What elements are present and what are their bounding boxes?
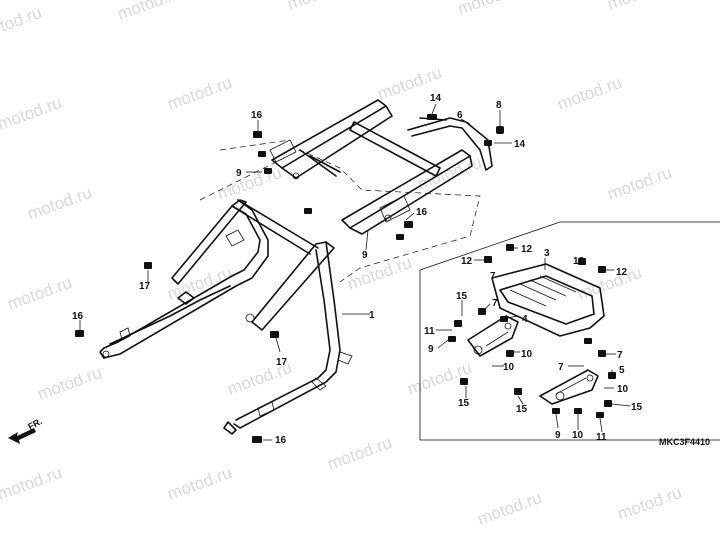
watermark-text: motod.ru: [165, 73, 235, 114]
watermark-text: motod.ru: [35, 363, 105, 404]
callout-labels: 1 3 4 5 6 7 7 7 7 8 9 9 9 9 10 10 10 10 …: [72, 93, 643, 446]
callout-label: 8: [496, 100, 502, 111]
callout-label: 14: [514, 139, 526, 150]
watermark-text: motod.ru: [165, 463, 235, 504]
front-direction-indicator: FR.: [8, 416, 44, 444]
watermark-text: motod.ru: [5, 273, 75, 314]
callout-label: 15: [516, 404, 528, 415]
callout-label: 6: [457, 110, 463, 121]
callout-label: 4: [522, 314, 528, 325]
callout-label: 12: [521, 244, 533, 255]
callout-label: 15: [458, 398, 470, 409]
callout-label: 12: [616, 267, 628, 278]
main-seat-frame: [99, 199, 353, 435]
callout-label: 7: [490, 271, 496, 282]
callout-label: 17: [139, 281, 151, 292]
callout-label: 9: [428, 344, 434, 355]
watermark-text: motod.ru: [215, 163, 285, 204]
callout-label: 10: [503, 362, 515, 373]
watermark-text: motod.ru: [615, 483, 685, 524]
callout-label: 12: [573, 256, 585, 267]
callout-label: 10: [617, 384, 629, 395]
watermark-text: motod.ru: [575, 263, 645, 304]
reference-outline: [199, 139, 481, 283]
watermark-text: motod.ru: [25, 183, 95, 224]
callout-label: 15: [631, 402, 643, 413]
watermark-text: motod.ru: [345, 253, 415, 294]
upper-rack-frame: [269, 99, 493, 235]
arrow-left-icon: [8, 428, 36, 444]
watermark-text: motod.ru: [115, 0, 185, 24]
callout-label: 9: [555, 430, 561, 441]
callout-label: 7: [617, 350, 623, 361]
callout-label: 16: [275, 435, 287, 446]
callout-label: 15: [456, 291, 468, 302]
watermark-text: motod.ru: [475, 488, 545, 529]
callout-label: 10: [521, 349, 533, 360]
watermark-text: motod.ru: [0, 463, 64, 504]
watermark-text: motod.ru: [415, 153, 485, 194]
callout-label: 7: [492, 298, 498, 309]
callout-label: 1: [369, 310, 375, 321]
watermark-text: motod.ru: [0, 93, 64, 134]
callout-label: 3: [544, 248, 550, 259]
leader-lines: [79, 103, 631, 441]
callout-label: 12: [461, 256, 473, 267]
callout-label: 14: [430, 93, 442, 104]
watermark-text: motod.ru: [0, 3, 44, 44]
detail-inset-border: [419, 221, 720, 441]
watermark-text: motod.ru: [555, 73, 625, 114]
front-label: FR.: [26, 416, 43, 432]
callout-label: 16: [251, 110, 263, 121]
callout-label: 9: [236, 168, 242, 179]
diagram-code: MKC3F4410: [659, 437, 710, 447]
callout-label: 16: [72, 311, 84, 322]
callout-label: 5: [619, 365, 625, 376]
watermark-text: motod.ru: [605, 0, 675, 14]
fasteners: [75, 114, 616, 443]
callout-label: 9: [362, 250, 368, 261]
watermark-text: motod.ru: [455, 0, 525, 19]
callout-label: 11: [596, 432, 607, 443]
callout-label: 10: [572, 430, 584, 441]
callout-label: 11: [424, 326, 435, 337]
watermark-text: motod.ru: [285, 0, 355, 14]
watermark-text: motod.ru: [605, 163, 675, 204]
watermark-text: motod.ru: [165, 263, 235, 304]
rear-carrier-assembly: [467, 263, 605, 405]
watermark-text: motod.ru: [325, 433, 395, 474]
callout-label: 16: [416, 207, 428, 218]
callout-label: 17: [276, 357, 288, 368]
callout-label: 7: [558, 362, 564, 373]
